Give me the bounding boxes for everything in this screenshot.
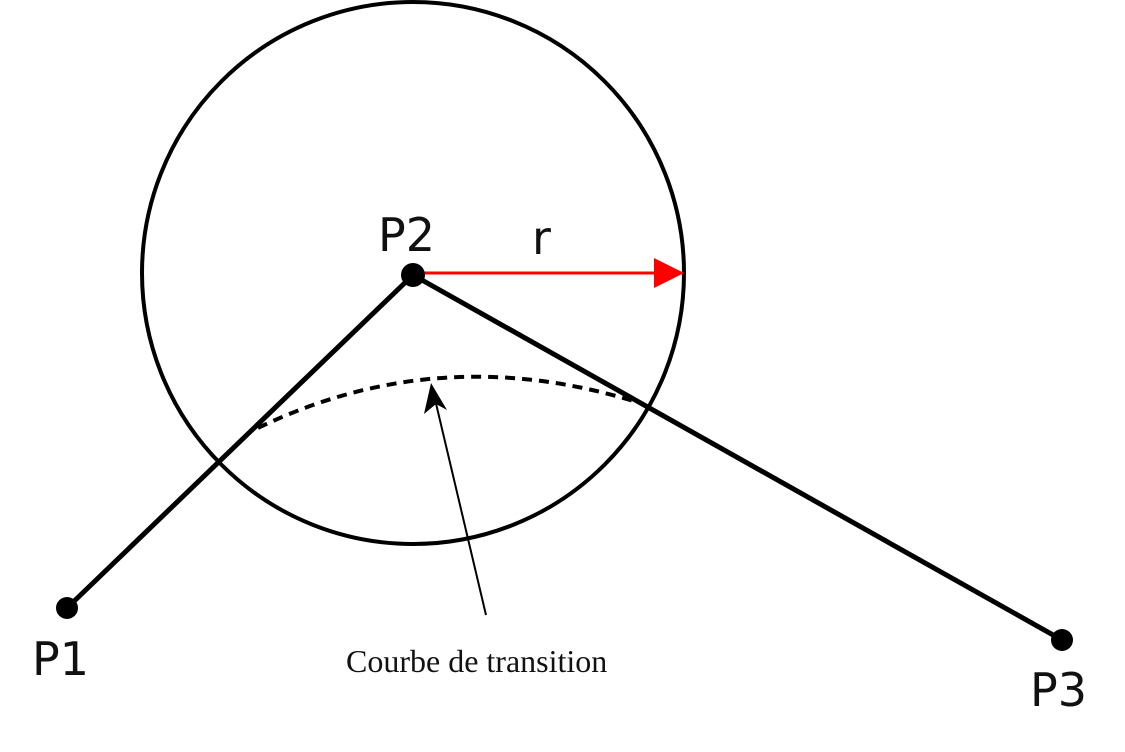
- point-p3: [1051, 629, 1073, 651]
- label-p3: P3: [1030, 663, 1087, 717]
- point-p1: [56, 597, 78, 619]
- transition-curve: [257, 374, 641, 430]
- curve-pointer-arrow: [433, 394, 487, 616]
- label-radius: r: [532, 211, 551, 265]
- segment-p1-p2: [65, 273, 415, 610]
- label-p1: P1: [32, 632, 89, 686]
- label-transition-curve: Courbe de transition: [346, 643, 607, 679]
- label-p2: P2: [378, 208, 435, 262]
- curve-pointer-arrowhead: [424, 383, 447, 414]
- point-p2: [401, 263, 425, 287]
- radius-arrow-head: [654, 258, 684, 288]
- segment-p2-p3: [411, 272, 1064, 643]
